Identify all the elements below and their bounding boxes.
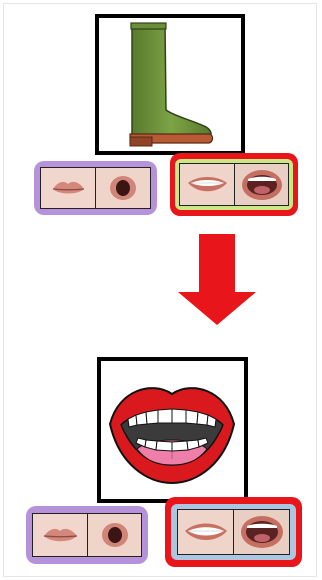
teeth-smile-photo: [180, 164, 234, 205]
top-mouth-photo-pair-right: [179, 163, 289, 206]
closed-lips-photo: [41, 168, 95, 208]
mouth-picture-card: [97, 357, 248, 503]
round-open-lips-photo: [87, 514, 142, 556]
boot-icon: [99, 18, 241, 151]
mouth-icon: [101, 361, 244, 499]
boot-picture-card: [95, 14, 245, 155]
wide-open-mouth-photo: [233, 510, 289, 554]
top-mouth-photo-pair-left: [40, 167, 151, 209]
top-mouth-pair-purple: [34, 161, 157, 215]
bottom-mouth-photo-pair-left: [32, 513, 142, 557]
closed-lips-photo: [33, 514, 87, 556]
top-mouth-pair-red: [170, 153, 298, 216]
round-open-lips-photo: [95, 168, 150, 208]
teeth-smile-photo: [178, 510, 233, 554]
bottom-mouth-pair-purple: [26, 506, 148, 564]
wide-open-mouth-photo: [234, 164, 289, 205]
arrow-down-icon: [176, 234, 258, 326]
bottom-mouth-pair-red: [165, 497, 302, 567]
bottom-mouth-photo-pair-right: [177, 509, 290, 555]
